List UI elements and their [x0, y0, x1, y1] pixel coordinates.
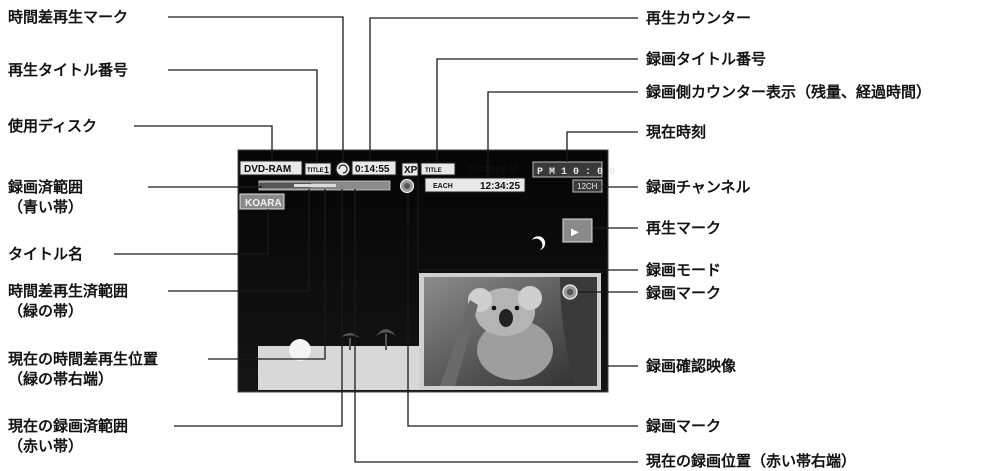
label-timeshift-position-sub: （緑の帯右端） — [8, 370, 113, 388]
left-labels: 時間差再生マーク 再生タイトル番号 使用ディスク 録画済範囲 （青い帯） タイト… — [7, 8, 158, 455]
record-mark-icon — [399, 178, 415, 194]
timeshift-range-bar — [259, 183, 311, 188]
disc-label: DVD-RAM — [244, 164, 291, 175]
clock: P M 1 0 : 0 0 — [537, 167, 615, 178]
rec-mode: XP — [404, 165, 418, 176]
label-rec-counter: 録画側カウンター表示（残量、経過時間） — [646, 83, 931, 101]
label-recorded-range-sub: （青い帯） — [8, 198, 83, 216]
label-play-title-number: 再生タイトル番号 — [8, 61, 128, 79]
label-rec-mark-bottom: 録画マーク — [646, 417, 721, 435]
rec-title-tag: TITLE — [425, 168, 442, 174]
record-mark-icon — [562, 284, 578, 300]
right-labels: 再生カウンター 録画タイトル番号 録画側カウンター表示（残量、経過時間） 現在時… — [646, 9, 931, 470]
label-current-rec-position: 現在の録画位置（赤い帯右端） — [646, 452, 856, 470]
label-rec-mark-top: 録画マーク — [646, 284, 721, 302]
label-timeshift-position: 現在の時間差再生位置 — [8, 350, 158, 368]
label-timeshift-mark: 時間差再生マーク — [8, 8, 128, 26]
osd-header: DVD-RAM TITLE 1 0:14:55 XP TITLE CHAPTER… — [239, 160, 615, 243]
label-timeshift-range-sub: （緑の帯） — [8, 302, 83, 320]
label-clock: 現在時刻 — [646, 123, 706, 141]
label-timeshift-range: 時間差再生済範囲 — [8, 282, 128, 300]
label-disc: 使用ディスク — [7, 117, 97, 135]
label-rec-mode: 録画モード — [646, 261, 721, 279]
label-rec-preview: 録画確認映像 — [646, 357, 737, 375]
label-play-mark: 再生マーク — [646, 219, 721, 237]
title-tag: TITLE — [307, 168, 324, 174]
label-current-recorded-range: 現在の録画済範囲 — [8, 417, 128, 435]
each-label: EACH — [433, 183, 453, 190]
play-title-number: 1 — [324, 165, 329, 175]
chapter-label: CHAPTER 67 — [468, 165, 518, 174]
leader-lines — [114, 16, 638, 463]
timeshift-mark-icon — [335, 161, 351, 177]
label-current-recorded-range-sub: （赤い帯） — [8, 437, 83, 455]
koala-image — [440, 286, 553, 386]
label-play-counter: 再生カウンター — [646, 9, 751, 27]
rec-channel: 12CH — [577, 182, 598, 191]
rec-counter: 12:34:25 — [480, 181, 520, 192]
title-name: KOARA — [245, 198, 282, 209]
label-title-name: タイトル名 — [8, 245, 83, 263]
label-rec-channel: 録画チャンネル — [646, 178, 751, 196]
moon-icon — [532, 236, 546, 250]
recording-preview — [419, 273, 601, 390]
label-rec-title-number: 録画タイトル番号 — [646, 50, 766, 68]
play-mark: ▶ — [571, 227, 579, 238]
play-counter: 0:14:55 — [355, 164, 390, 175]
label-recorded-range: 録画済範囲 — [8, 178, 83, 196]
